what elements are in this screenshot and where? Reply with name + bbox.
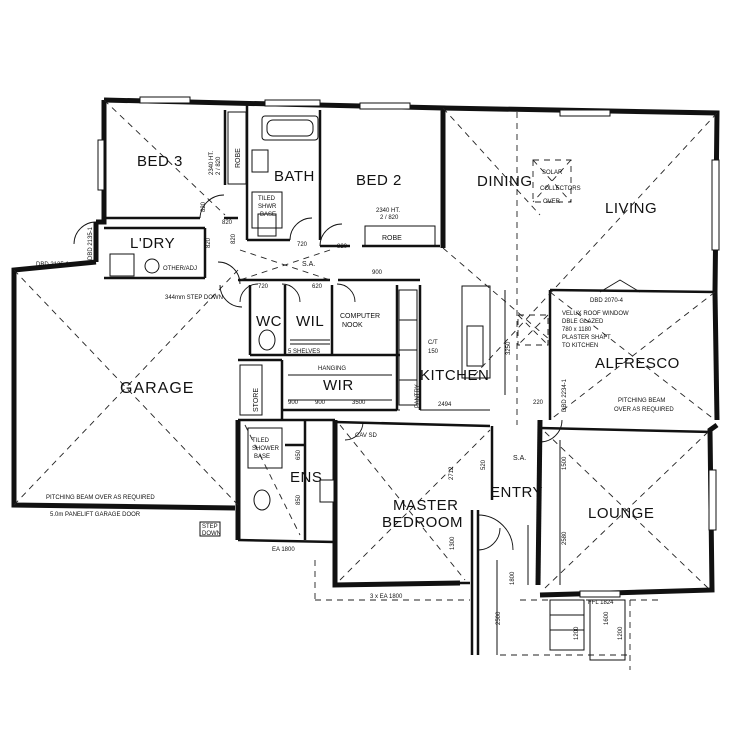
room-bed3: BED 3: [137, 153, 183, 170]
three-ea-1800: 3 x EA 1800: [370, 594, 403, 600]
bed2-ceiling-2: 2 / 820: [380, 215, 399, 221]
room-computer-nook-1: COMPUTER: [340, 313, 380, 320]
room-ens: ENS: [290, 469, 322, 486]
dbd-side: DBD 2135-1: [36, 262, 70, 268]
ea-1800: EA 1800: [272, 547, 295, 553]
room-master-1: MASTER: [393, 497, 459, 514]
dim-1200: 1200: [574, 626, 580, 640]
dim-1300: 1300: [450, 536, 456, 550]
bath-tiled-3: BASE: [260, 212, 276, 218]
bed3-ceiling-2: 2 / 820: [216, 156, 222, 175]
dim-650: 650: [296, 449, 302, 460]
shelves: 5 SHELVES: [288, 349, 320, 355]
doors: [73, 194, 641, 551]
ens-tiled-1: TILED: [252, 438, 270, 444]
dim-520: 520: [481, 459, 487, 470]
interior-walls: [104, 105, 716, 655]
dim-720-b: 720: [258, 284, 269, 290]
velux-5: TO KITCHEN: [562, 343, 598, 349]
ens-tiled-2: SHOWER: [252, 446, 280, 452]
solar-2: COLLECTORS: [540, 186, 581, 192]
room-robe-bed3: ROBE: [235, 148, 242, 168]
dim-850: 850: [296, 494, 302, 505]
room-garage: GARAGE: [120, 380, 194, 397]
step-left-2: DOWN: [202, 531, 221, 537]
room-lounge: LOUNGE: [588, 505, 654, 522]
dbd-ldry: DBD 2135-1: [88, 226, 94, 260]
room-labels: BED 3 BATH BED 2 DINING LIVING L'DRY ALF…: [120, 148, 680, 531]
dimensions: 820 820 820 820 720 820 720 620 900 900 …: [201, 201, 624, 640]
dim-820-b: 820: [222, 220, 233, 226]
hanging: HANGING: [318, 366, 346, 372]
solar-3: OVER: [543, 199, 561, 205]
step-left-1: STEP: [202, 524, 218, 530]
dim-2712: 2712: [449, 466, 455, 480]
dim-220: 220: [533, 400, 544, 406]
dim-620: 620: [312, 284, 323, 290]
room-bed2: BED 2: [356, 172, 402, 189]
fixtures: [109, 111, 626, 661]
dim-820-d: 820: [231, 233, 237, 244]
sa-entry: S.A.: [513, 455, 526, 462]
dim-3500: 3500: [352, 400, 366, 406]
cav-sd: CAV SD: [355, 433, 378, 439]
dim-2494: 2494: [438, 402, 452, 408]
dim-2500: 2500: [496, 611, 502, 625]
room-master-2: BEDROOM: [382, 514, 463, 531]
pitching-alfresco-2: OVER AS REQUIRED: [614, 407, 674, 413]
bed3-ceiling-1: 2340 HT.: [209, 151, 215, 175]
dim-1600: 1600: [604, 611, 610, 625]
sa-hall: S.A.: [302, 261, 315, 268]
pitching-alfresco-1: PITCHING BEAM: [618, 398, 665, 404]
ffl: FFL 1824: [588, 600, 614, 606]
dim-900: 900: [372, 270, 383, 276]
solar-1: SOLAR: [542, 170, 563, 176]
dbd-alfresco: DBD 2070-4: [590, 298, 624, 304]
ct-1: C/T: [428, 340, 438, 346]
dim-1500: 1500: [562, 456, 568, 470]
room-computer-nook-2: NOOK: [342, 322, 363, 329]
dimension-lines: [290, 290, 561, 655]
room-dining: DINING: [477, 173, 533, 190]
room-robe-bed2: ROBE: [382, 235, 402, 242]
room-ldry: L'DRY: [130, 235, 175, 252]
velux-1: VELUX ROOF WINDOW: [562, 311, 629, 317]
velux-2: DBLE GLAZED: [562, 319, 604, 325]
room-wil: WIL: [296, 313, 324, 330]
room-entry: ENTRY: [490, 484, 543, 501]
bath-tiled-1: TILED: [258, 196, 276, 202]
dim-820-c: 820: [206, 237, 212, 248]
dim-900-b: 900: [315, 400, 326, 406]
step-down: 344mm STEP DOWN: [165, 295, 223, 301]
dbd-alfresco-side: DBD 2234-1: [562, 378, 568, 412]
bath-tiled-2: SHWR: [258, 204, 277, 210]
annotations: 2340 HT. 2 / 820 2340 HT. 2 / 820 SOLAR …: [36, 151, 674, 606]
dim-900-wir: 900: [288, 400, 299, 406]
velux-3: 780 x 1180: [562, 327, 592, 333]
room-wir: WIR: [323, 377, 354, 394]
room-pantry: PANTRY: [415, 384, 421, 408]
pitching-garage: PITCHING BEAM OVER AS REQUIRED: [46, 495, 155, 501]
dim-1200-b: 1200: [618, 626, 624, 640]
ens-tiled-3: BASE: [254, 454, 270, 460]
room-bath: BATH: [274, 168, 315, 185]
dim-1800: 1800: [510, 571, 516, 585]
room-store: STORE: [253, 388, 260, 412]
dim-2580: 2580: [562, 531, 568, 545]
dim-3250: 3250: [506, 341, 512, 355]
room-living: LIVING: [605, 200, 657, 217]
velux-4: PLASTER SHAFT: [562, 335, 611, 341]
ldry-tub: OTHER/ADJ: [163, 266, 197, 272]
ct-2: 150: [428, 349, 439, 355]
room-kitchen: KITCHEN: [420, 367, 489, 384]
windows: [97, 96, 720, 598]
bed2-ceiling-1: 2340 HT.: [376, 208, 400, 214]
garage-door: 5.0m PANELIFT GARAGE DOOR: [50, 512, 141, 518]
dim-720-a: 720: [297, 242, 308, 248]
dim-820-hall: 820: [337, 244, 348, 250]
room-alfresco: ALFRESCO: [595, 355, 680, 372]
dim-820-a: 820: [201, 201, 207, 212]
room-wc: WC: [256, 313, 282, 330]
